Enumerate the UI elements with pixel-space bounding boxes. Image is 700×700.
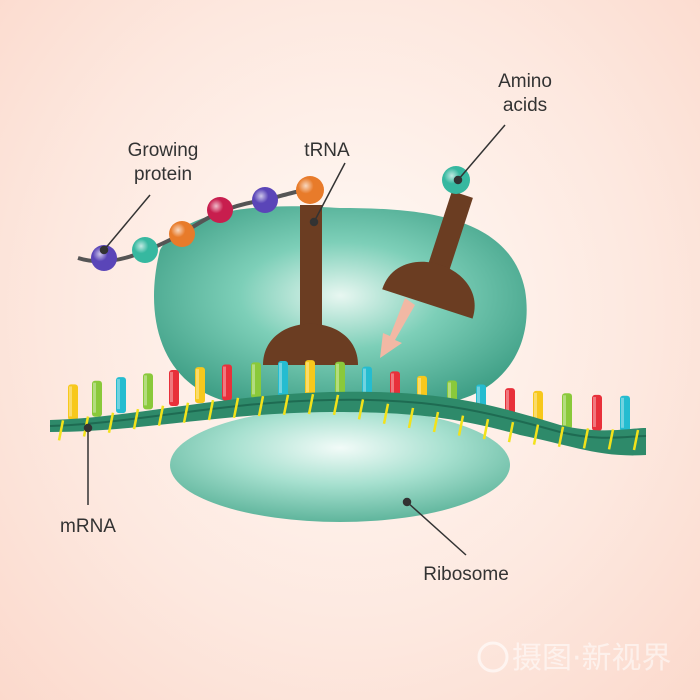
growing-protein-label-2: protein xyxy=(134,164,192,185)
codon-cyan xyxy=(116,377,126,414)
watermark: 摄图·新视界 xyxy=(512,641,672,676)
watermark-logo xyxy=(477,641,509,673)
mrna-stripe xyxy=(407,407,415,429)
growing-protein-label: Growing xyxy=(128,140,199,161)
codon-green xyxy=(143,373,153,410)
mrna-strand xyxy=(50,391,646,456)
trna-molecule xyxy=(263,205,358,365)
ribosome-label: Ribosome xyxy=(423,564,509,585)
codon-green xyxy=(335,361,345,398)
mrna-stripe xyxy=(132,408,140,430)
codon-green xyxy=(562,393,572,430)
mrna-stripe xyxy=(532,424,540,445)
mrna-stripe xyxy=(507,421,515,443)
mrna-stripe xyxy=(232,397,240,419)
mrna-stripe xyxy=(557,426,565,448)
codon-yellow xyxy=(195,367,205,404)
codon-green xyxy=(92,380,102,417)
mrna-stripe xyxy=(107,412,115,433)
mrna-stripe xyxy=(432,411,440,433)
mrna-stripe xyxy=(257,395,265,417)
mrna-stripe xyxy=(482,418,490,440)
mrna-stripe xyxy=(182,402,190,424)
codon-yellow xyxy=(68,384,78,421)
mrna-label: mRNA xyxy=(60,516,116,537)
codon-red xyxy=(592,394,602,431)
mrna-stripe xyxy=(332,394,340,416)
mrna-stripe xyxy=(382,403,390,424)
mrna-stripe xyxy=(57,420,65,441)
codon-cyan xyxy=(620,395,630,432)
trna-label: tRNA xyxy=(304,140,350,161)
mrna-stripe xyxy=(607,429,615,450)
mrna-stripe xyxy=(157,405,165,427)
amino-acids-label-2: acids xyxy=(503,95,547,116)
arrow-icon xyxy=(380,298,415,358)
mrna-stripe xyxy=(457,415,465,436)
codon-yellow xyxy=(305,360,315,397)
codon-green xyxy=(251,362,261,399)
codon-cyan xyxy=(278,360,288,397)
mrna-stripe xyxy=(357,399,365,420)
incoming-trna xyxy=(382,191,475,319)
mrna-stripe xyxy=(582,428,590,449)
ribosome-small-subunit xyxy=(170,408,510,522)
mrna-stripe xyxy=(632,429,640,451)
protein-beads xyxy=(91,176,324,271)
codon-red xyxy=(169,370,179,407)
mrna-stripe xyxy=(282,394,290,416)
codon-red xyxy=(222,364,232,401)
mrna-stripe xyxy=(307,393,315,415)
amino-acids-label: Amino xyxy=(498,71,552,92)
mrna-stripe xyxy=(207,399,215,421)
